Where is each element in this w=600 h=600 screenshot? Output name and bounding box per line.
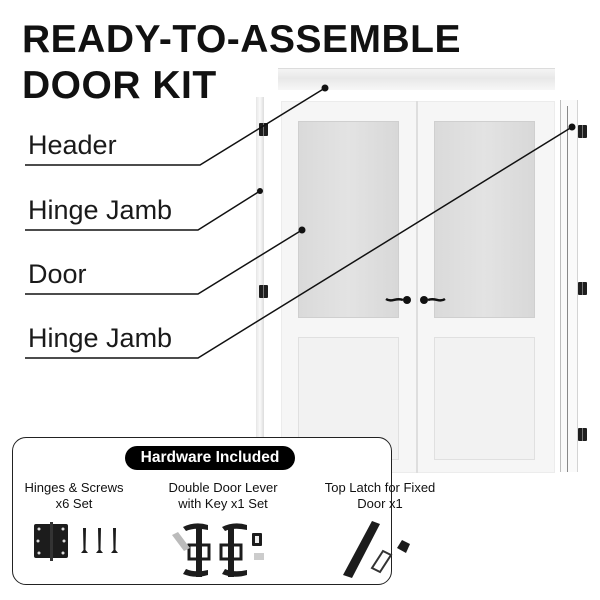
callout-door: Door: [28, 259, 87, 289]
right-hinge-jamb: [560, 100, 578, 472]
hinge-icon: [259, 123, 268, 136]
right-glass-panel: [434, 121, 535, 318]
hinge-icon: [578, 428, 587, 441]
hardware-heading-badge: Hardware Included: [125, 446, 295, 470]
callout-hinge-jamb-right: Hinge Jamb: [28, 323, 173, 353]
callout-hinge-jamb-left: Hinge Jamb: [28, 195, 173, 225]
door-split-line: [416, 101, 418, 473]
hardware-item-lever: Double Door Lever with Key x1 Set: [168, 480, 278, 511]
hardware-item-latch: Top Latch for Fixed Door x1: [324, 480, 436, 511]
hinge-icon: [578, 125, 587, 138]
hinge-icon: [578, 282, 587, 295]
hinge-icon: [259, 285, 268, 298]
callout-header: Header: [28, 130, 117, 160]
right-lower-panel: [434, 337, 535, 460]
header-trim: [278, 68, 555, 90]
title-line-2: DOOR KIT: [22, 64, 217, 107]
hardware-item-hinges: Hinges & Screws x6 Set: [24, 480, 124, 511]
left-glass-panel: [298, 121, 399, 318]
title-line-1: READY-TO-ASSEMBLE: [22, 18, 461, 61]
